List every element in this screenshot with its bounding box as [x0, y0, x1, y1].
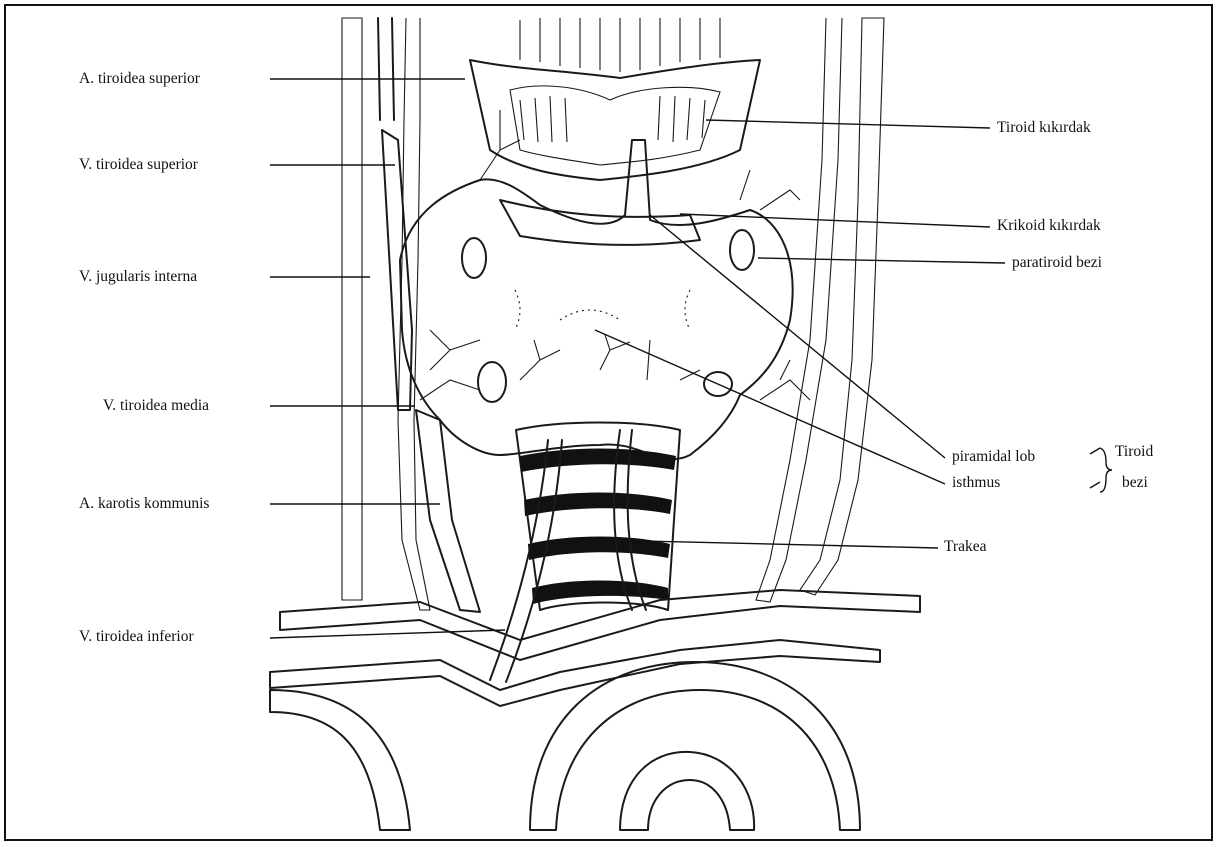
label-piramidal-lob: piramidal lob: [952, 448, 1035, 466]
neck-wall-left: [342, 18, 430, 610]
label-tiroid-bezi-1: Tiroid: [1115, 443, 1153, 461]
jugular-vein: [378, 18, 412, 410]
vessels: [416, 110, 810, 682]
neck-wall-right: [756, 18, 884, 602]
label-isthmus: isthmus: [952, 474, 1000, 492]
label-tiroid-kikirdak: Tiroid kıkırdak: [997, 119, 1091, 137]
thyroid-cartilage: [470, 18, 760, 180]
label-tiroid-bezi-2: bezi: [1122, 474, 1148, 492]
label-a-tiroidea-superior: A. tiroidea superior: [79, 70, 200, 88]
label-v-tiroidea-superior: V. tiroidea superior: [79, 156, 198, 174]
label-a-karotis-kommunis: A. karotis kommunis: [79, 495, 209, 513]
thyroid-gland: [400, 140, 793, 459]
label-v-tiroidea-inferior: V. tiroidea inferior: [79, 628, 194, 646]
parathyroid-glands: [462, 230, 754, 402]
cricoid-cartilage: [500, 200, 700, 245]
label-trakea: Trakea: [944, 538, 986, 556]
label-v-jugularis-interna: V. jugularis interna: [79, 268, 197, 286]
label-paratiroid-bezi: paratiroid bezi: [1012, 254, 1102, 272]
label-krikoid-kikirdak: Krikoid kıkırdak: [997, 217, 1101, 235]
label-v-tiroidea-media: V. tiroidea media: [103, 397, 209, 415]
aortic-arch: [270, 590, 920, 830]
